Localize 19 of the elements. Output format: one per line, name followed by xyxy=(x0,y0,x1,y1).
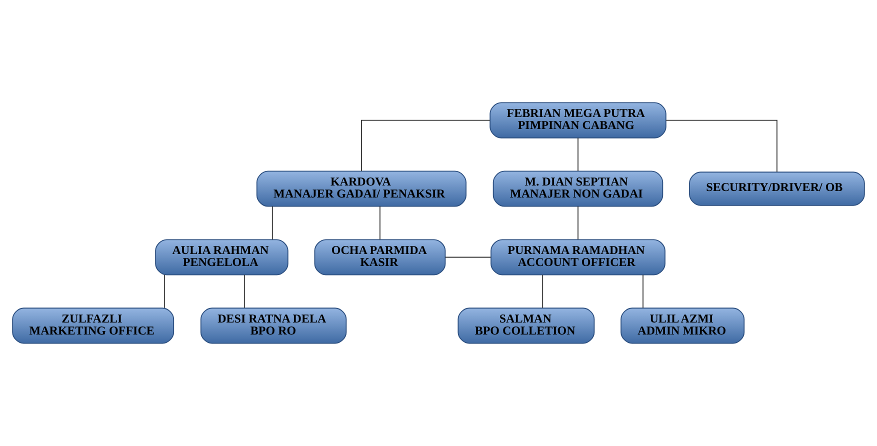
node-box: OCHA PARMIDA KASIR xyxy=(314,239,446,276)
node-box: M. DIAN SEPTIAN MANAJER NON GADAI xyxy=(492,170,664,207)
connector xyxy=(542,274,544,308)
node-box: ULIL AZMI ADMIN MIKRO xyxy=(620,308,745,344)
node-box: SALMAN BPO COLLETION xyxy=(458,308,595,344)
connector xyxy=(164,274,166,308)
node-box: PURNAMA RAMADHAN ACCOUNT OFFICER xyxy=(490,239,666,276)
node-box: DESI RATNA DELA BPO RO xyxy=(200,308,347,344)
connector xyxy=(361,120,490,172)
connector xyxy=(244,274,245,308)
connector xyxy=(642,274,644,308)
node-box: KARDOVA MANAJER GADAI/ PENAKSIR xyxy=(256,170,466,207)
node-box: SECURITY/DRIVER/ OB xyxy=(689,172,865,206)
connector xyxy=(444,256,492,258)
connector xyxy=(666,120,778,172)
connector xyxy=(272,206,273,240)
node-box: ZULFAZLI MARKETING OFFICE xyxy=(12,308,174,344)
node-box: FEBRIAN MEGA PUTRA PIMPINAN CABANG xyxy=(490,102,666,138)
node-box: AULIA RAHMAN PENGELOLA xyxy=(155,239,288,276)
